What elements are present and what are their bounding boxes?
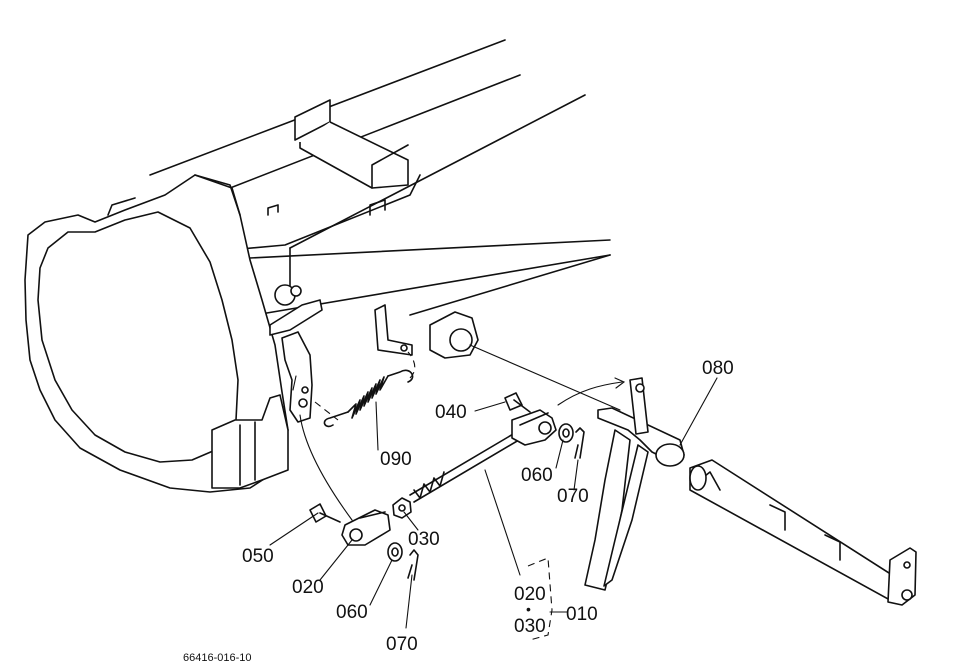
washer-060-lower xyxy=(387,542,403,562)
callout-060-lower: 060 xyxy=(336,602,368,623)
spring-anchor-bracket xyxy=(374,304,413,356)
callout-050: 050 xyxy=(242,546,274,567)
cotter-pin-070-upper xyxy=(574,427,585,459)
callout-010: 010 xyxy=(566,604,598,625)
lock-nut-030 xyxy=(392,497,412,519)
assembly-arrows xyxy=(292,344,626,521)
callout-070-lower: 070 xyxy=(386,634,418,655)
cotter-pin-070-lower xyxy=(407,549,419,581)
callout-080: 080 xyxy=(702,358,734,379)
shaft-boss xyxy=(429,311,479,359)
leader-lines xyxy=(269,377,718,641)
rod-yoke-lower xyxy=(341,509,391,546)
callout-020: 020 xyxy=(292,577,324,598)
callout-090: 090 xyxy=(380,449,412,470)
pedal-arm xyxy=(584,377,685,591)
drawing-code: 66416-016-10 xyxy=(183,652,252,664)
adjusting-rod xyxy=(409,429,525,503)
rod-yoke-upper xyxy=(511,409,557,446)
pin-040 xyxy=(504,392,531,413)
return-spring xyxy=(314,351,416,428)
callout-030: 030 xyxy=(408,529,440,550)
housing-lever xyxy=(269,284,323,423)
callout-assembly-030: 030 xyxy=(514,616,546,637)
transmission-housing xyxy=(24,174,289,493)
rail-bracket xyxy=(294,99,409,189)
pin-050 xyxy=(309,503,341,523)
assembly-separator-dot: • xyxy=(526,601,531,617)
callout-060-upper: 060 xyxy=(521,465,553,486)
cross-shaft xyxy=(689,459,917,606)
washer-060-upper xyxy=(558,423,574,443)
callout-assembly-020: 020 xyxy=(514,584,546,605)
callout-040: 040 xyxy=(435,402,467,423)
callout-070-upper: 070 xyxy=(557,486,589,507)
